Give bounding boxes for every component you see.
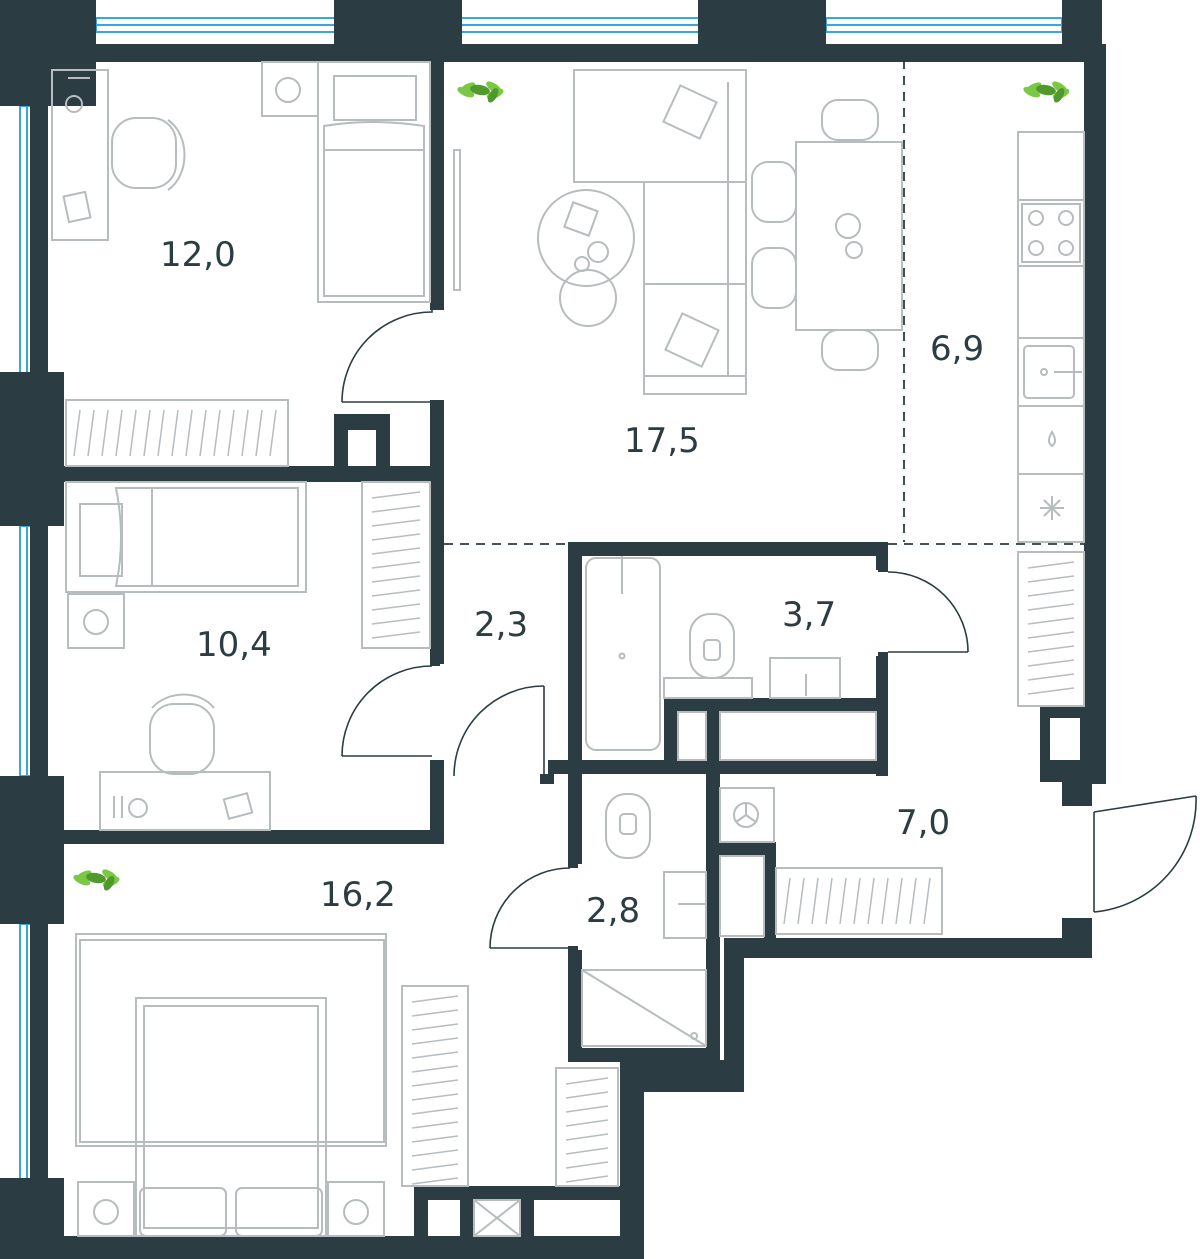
dining-set [751, 99, 903, 371]
area-master-bedroom: 16,2 [320, 875, 396, 915]
zone-dividers [444, 44, 1084, 545]
area-bedroom-1: 12,0 [160, 235, 236, 275]
area-living-room: 17,5 [624, 421, 700, 461]
walls [0, 0, 1106, 1259]
area-bathroom: 3,7 [782, 595, 836, 635]
doors [341, 310, 1197, 949]
stove-icon [1021, 203, 1081, 263]
area-wc: 2,8 [586, 891, 640, 931]
bed-bedroom-1 [261, 61, 431, 303]
plant-icon [457, 81, 504, 103]
sofa-living [573, 69, 747, 395]
room-labels: 12,0 17,5 6,9 10,4 2,3 3,7 7,0 16,2 2,8 [160, 235, 984, 931]
shower-icon [581, 969, 707, 1047]
desk-bedroom-2 [99, 693, 271, 831]
area-hallway: 7,0 [896, 803, 950, 843]
bed-master [75, 933, 387, 1237]
area-bedroom-2: 10,4 [196, 625, 272, 665]
plant-icon [1023, 81, 1070, 103]
sink-icon [1023, 345, 1082, 399]
wardrobe-hatching [73, 409, 1075, 1185]
fridge-icon [1040, 496, 1064, 520]
kitchen-counter [1017, 131, 1085, 543]
boiler-icon [719, 787, 775, 843]
desk-bedroom-1 [51, 69, 186, 241]
bed-bedroom-2 [65, 481, 307, 649]
wardrobe-bedroom-1 [65, 399, 289, 467]
wc-toilet-icon [605, 793, 651, 859]
toilet-icon [663, 613, 753, 699]
bathtub-icon [585, 556, 661, 751]
area-corridor: 2,3 [474, 605, 528, 645]
plant-icon [73, 869, 120, 891]
furniture [51, 61, 1085, 1237]
area-kitchen: 6,9 [930, 329, 984, 369]
